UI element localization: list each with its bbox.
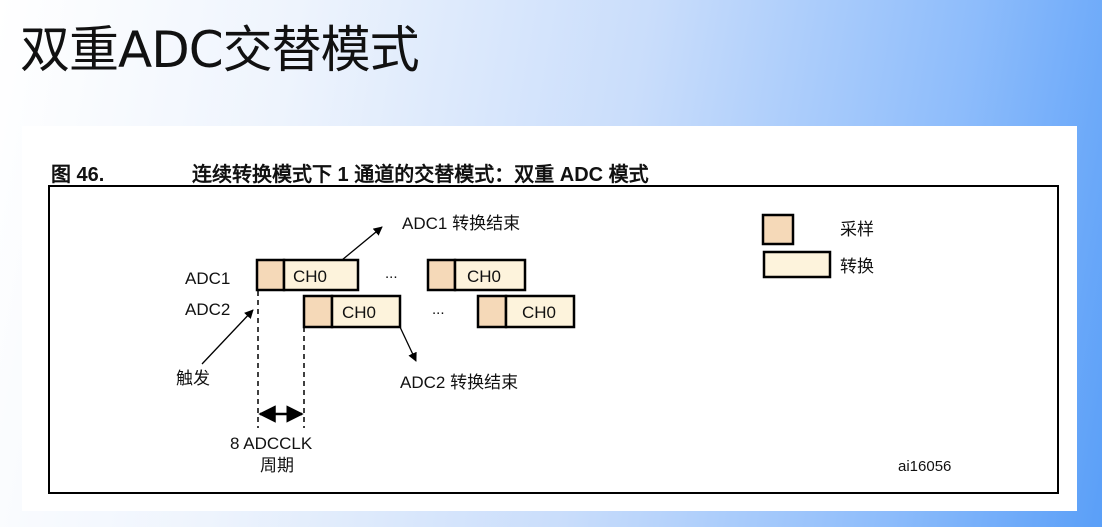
legend-convert-swatch (762, 250, 832, 279)
figure-caption: 连续转换模式下 1 通道的交替模式：双重 ADC 模式 (192, 164, 649, 186)
adc1-block-1: CH0 (255, 258, 360, 292)
adc1-channel-label-2: CH0 (467, 267, 501, 286)
adc2-channel-label: CH0 (342, 303, 376, 322)
period-label: 8 ADCCLK (230, 434, 313, 453)
legend-sample-swatch (761, 213, 795, 246)
legend: 采样 转换 (761, 213, 874, 279)
adc1-channel-label: CH0 (293, 267, 327, 286)
timing-diagram: ADC1 CH0 ... CH0 ADC2 CH0 ... CH0 ADC1 转… (48, 185, 1059, 494)
adc2-end-label: ADC2 转换结束 (400, 373, 518, 392)
adc2-ellipsis: ... (432, 301, 445, 318)
adc2-block-1: CH0 (302, 294, 402, 329)
adc2-channel-label-2: CH0 (522, 303, 556, 322)
trigger-arrow (201, 309, 254, 365)
adc1-end-label: ADC1 转换结束 (402, 214, 520, 233)
figure-panel: 图 46. 连续转换模式下 1 通道的交替模式：双重 ADC 模式 ADC1 C… (22, 126, 1077, 511)
period-unit-label: 周期 (260, 456, 294, 475)
adc1-label: ADC1 (185, 269, 230, 288)
adc2-block-2: CH0 (476, 294, 576, 329)
adc2-label: ADC2 (185, 300, 230, 319)
diagram-frame (48, 185, 1059, 494)
figure-id: ai16056 (898, 458, 951, 475)
adc1-ellipsis: ... (385, 265, 398, 282)
adc1-block-2: CH0 (426, 258, 527, 292)
legend-convert-label: 转换 (840, 257, 874, 276)
slide-title: 双重ADC交替模式 (20, 21, 420, 79)
trigger-label: 触发 (176, 369, 210, 388)
adc2-end-arrow (399, 326, 417, 362)
legend-sample-label: 采样 (840, 220, 874, 239)
adc1-end-arrow (341, 226, 383, 261)
figure-label: 图 46. (51, 164, 105, 186)
